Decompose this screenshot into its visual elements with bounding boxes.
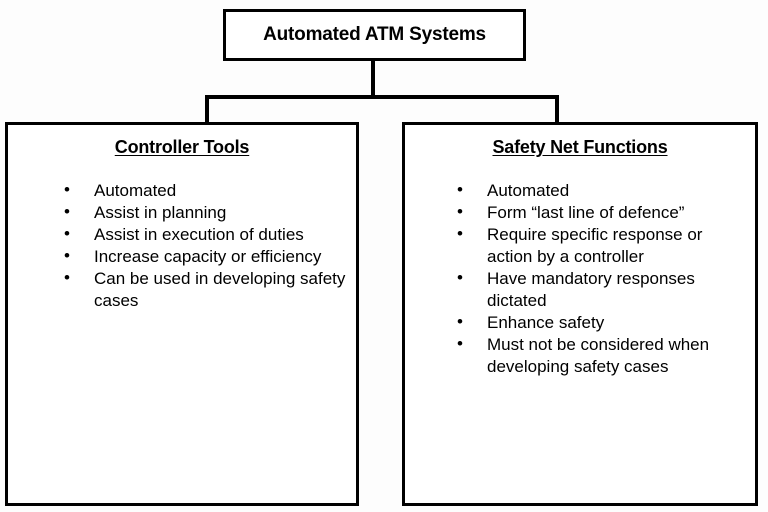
list-item: Automated	[457, 179, 741, 202]
bullet-list-controller-tools: Automated Assist in planning Assist in e…	[64, 179, 346, 312]
connector-right-drop	[555, 95, 559, 124]
list-item: Enhance safety	[457, 311, 741, 334]
list-item: Assist in planning	[64, 201, 346, 224]
branch-box-safety-net-functions: Safety Net Functions Automated Form “las…	[402, 122, 758, 506]
list-item: Form “last line of defence”	[457, 201, 741, 224]
branch-title-controller-tools: Controller Tools	[114, 137, 250, 157]
root-node-box: Automated ATM Systems	[223, 9, 526, 61]
branch-title-safety-net-functions: Safety Net Functions	[492, 137, 668, 157]
connector-horizontal-bar	[205, 95, 559, 99]
root-node-title: Automated ATM Systems	[263, 23, 486, 45]
connector-left-drop	[205, 95, 209, 124]
list-item: Have mandatory responses dictated	[457, 267, 741, 312]
list-item: Require specific response or action by a…	[457, 223, 741, 268]
list-item: Assist in execution of duties	[64, 223, 346, 246]
list-item: Increase capacity or efficiency	[64, 245, 346, 268]
list-item: Must not be considered when developing s…	[457, 333, 741, 378]
bullet-list-safety-net-functions: Automated Form “last line of defence” Re…	[457, 179, 741, 378]
branch-box-controller-tools: Controller Tools Automated Assist in pla…	[5, 122, 359, 506]
connector-root-stem	[371, 61, 375, 97]
list-item: Can be used in developing safety cases	[64, 267, 346, 312]
list-item: Automated	[64, 179, 346, 202]
